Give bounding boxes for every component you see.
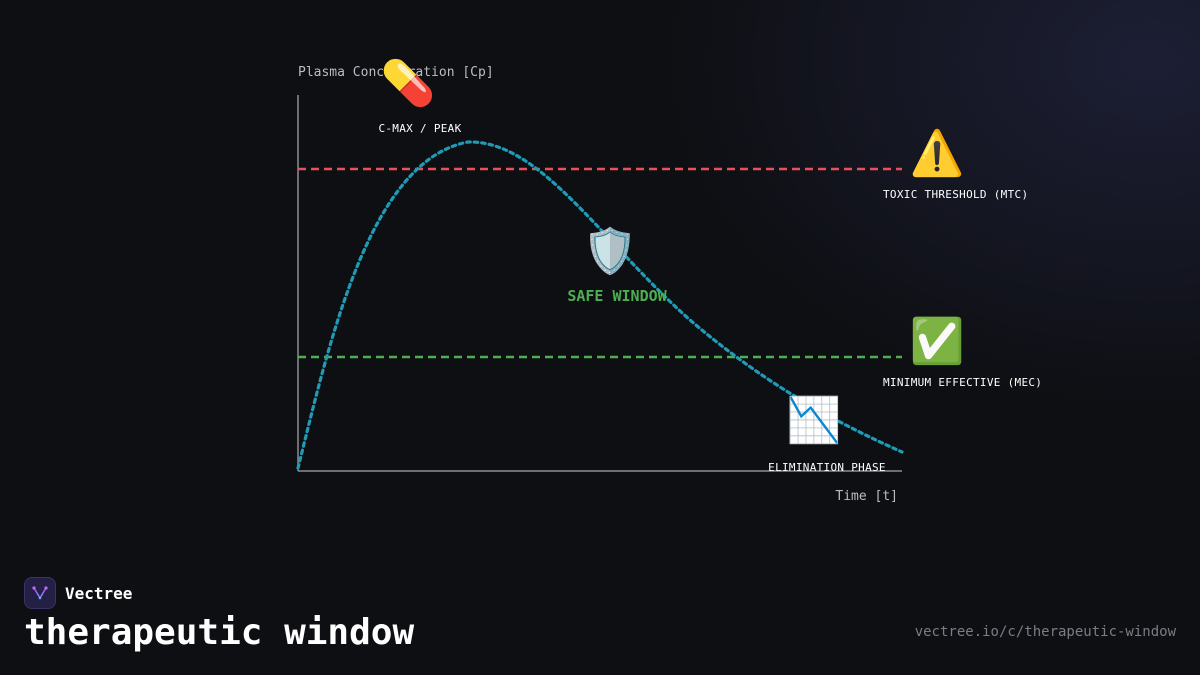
pill-icon: 💊: [381, 56, 436, 109]
chart-decreasing-icon: 📉: [787, 395, 842, 446]
minimum-effective-label: MINIMUM EFFECTIVE (MEC): [883, 376, 1042, 389]
y-axis-label: Plasma Concentration [Cp]: [298, 65, 494, 80]
concentration-curve: [296, 140, 904, 470]
peak-label: C-MAX / PEAK: [378, 122, 461, 135]
page-url[interactable]: vectree.io/c/therapeutic-window: [914, 624, 1176, 640]
safe-window-label: SAFE WINDOW: [567, 287, 667, 305]
x-axis-label: Time [t]: [835, 489, 898, 504]
warning-icon: ⚠️: [910, 128, 965, 179]
shield-icon: 🛡️: [583, 226, 638, 277]
vectree-logo-icon: [24, 577, 56, 609]
brand-name: Vectree: [65, 583, 133, 603]
toxic-threshold-label: TOXIC THRESHOLD (MTC): [883, 188, 1028, 201]
brand: Vectree: [24, 577, 132, 609]
elimination-phase-label: ELIMINATION PHASE: [768, 461, 886, 474]
check-icon: ✅: [910, 316, 965, 367]
page-title: therapeutic window: [24, 612, 415, 653]
